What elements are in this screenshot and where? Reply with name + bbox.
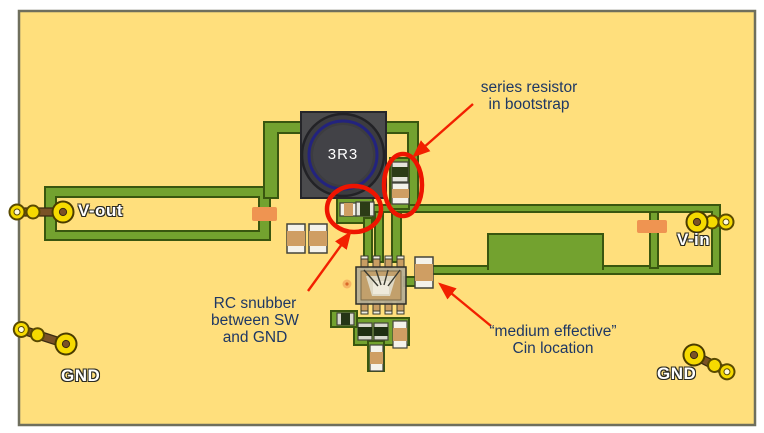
inductor-3r3 xyxy=(300,111,387,199)
via-dot-core xyxy=(345,282,349,286)
red-callouts xyxy=(307,103,492,327)
bootstrap-arrow xyxy=(412,103,474,158)
annotation-snubber: RC snubber between SW and GND xyxy=(175,295,335,346)
ic-pins xyxy=(360,255,405,315)
annotation-line: series resistor xyxy=(480,79,578,96)
bootstrap-highlight-ellipse xyxy=(381,151,425,219)
bootstrap-components xyxy=(391,161,410,205)
annotation-line: “medium effective” xyxy=(489,323,617,340)
annotation-line: between SW xyxy=(211,312,299,329)
orange-component-left xyxy=(252,207,277,221)
bst-trace xyxy=(391,211,402,263)
annotation-bootstrap: series resistor in bootstrap xyxy=(429,79,629,113)
copper-plane-outline xyxy=(487,233,604,270)
cin-capacitor xyxy=(414,256,434,289)
label-vin: V-in xyxy=(677,230,711,249)
cin-arrow xyxy=(438,282,492,327)
output-capacitors xyxy=(286,223,328,254)
gnd-right-connector xyxy=(682,343,736,381)
annotation-line: RC snubber xyxy=(213,295,297,312)
regulator-ic xyxy=(355,255,407,315)
rc-snubber-components xyxy=(339,201,375,217)
annotation-cin: “medium effective” Cin location xyxy=(443,323,663,357)
annotation-line: Cin location xyxy=(512,340,594,357)
annotation-line: and GND xyxy=(222,329,288,346)
label-vout: V-out xyxy=(78,201,123,220)
snubber-arrow xyxy=(307,231,352,292)
inductor-value-label: 3R3 xyxy=(327,146,359,163)
decoupling-components xyxy=(336,312,408,372)
vout-loop-trace xyxy=(44,186,271,241)
label-gnd-right: GND xyxy=(657,364,697,383)
gnd-left-connector xyxy=(12,320,78,356)
orange-component-right xyxy=(637,220,667,233)
ic-bond-wires xyxy=(363,269,401,287)
vout-connector xyxy=(8,200,75,224)
snubber-highlight-ellipse xyxy=(324,183,384,235)
vin-connector xyxy=(685,210,735,234)
pcb-board xyxy=(17,9,757,427)
label-gnd-left: GND xyxy=(61,366,101,385)
annotation-line: in bootstrap xyxy=(488,96,570,113)
vin-loop-divider-trace xyxy=(649,211,659,269)
copper-plane xyxy=(488,234,603,272)
